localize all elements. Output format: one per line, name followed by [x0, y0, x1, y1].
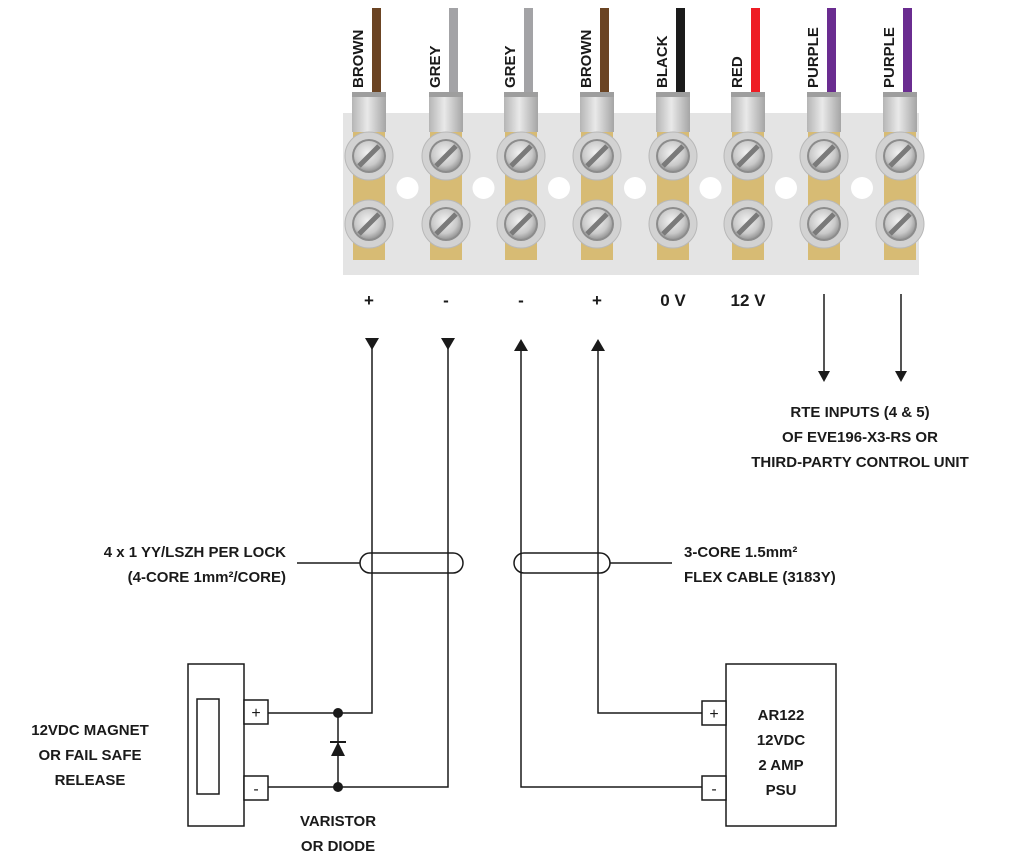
screw-icon — [572, 199, 622, 249]
rte-note-line-2: OF EVE196-X3-RS OR — [782, 429, 938, 446]
lock-device — [187, 663, 269, 827]
screw-icon — [799, 131, 849, 181]
rte-note-line-3: THIRD-PARTY CONTROL UNIT — [751, 454, 969, 471]
lock-wiring — [268, 348, 449, 788]
terminal-6: RED 12 V — [723, 8, 773, 310]
psu-label-line-1: AR122 — [758, 707, 805, 724]
rte-note-line-1: RTE INPUTS (4 & 5) — [790, 404, 929, 421]
wire-7 — [827, 8, 836, 100]
wire-4 — [600, 8, 609, 100]
terminal-label-4: + — [592, 291, 602, 310]
psu-label-line-3: 2 AMP — [758, 757, 803, 774]
psu-wiring — [520, 348, 702, 788]
mount-hole — [851, 177, 873, 199]
psu-device — [701, 663, 837, 827]
lock-arrowheads — [365, 338, 455, 350]
wire-1 — [372, 8, 381, 100]
wire-color-label-7: PURPLE — [805, 27, 822, 88]
wire-6 — [751, 8, 760, 100]
sleeve-6 — [731, 92, 765, 132]
screw-icon — [648, 131, 698, 181]
diode-icon — [330, 741, 346, 756]
lock-label-line-1: 12VDC MAGNET — [31, 722, 149, 739]
terminal-label-5: 0 V — [660, 291, 686, 310]
mount-hole — [775, 177, 797, 199]
mount-hole — [548, 177, 570, 199]
screw-icon — [875, 131, 925, 181]
psu-arrowheads — [514, 339, 605, 351]
sleeve-8 — [883, 92, 917, 132]
screw-icon — [344, 199, 394, 249]
psu-label-line-2: 12VDC — [757, 732, 806, 749]
mount-hole — [396, 177, 419, 199]
wire-8 — [903, 8, 912, 100]
wire-5 — [676, 8, 685, 100]
screw-icon — [496, 131, 546, 181]
psu-cable-label-line-2: FLEX CABLE (3183Y) — [684, 569, 836, 586]
terminal-label-1: + — [364, 291, 374, 310]
rte-arrows — [818, 294, 907, 382]
wire-color-label-2: GREY — [427, 45, 444, 88]
wire-color-label-5: BLACK — [654, 35, 671, 88]
magnet-icon — [196, 698, 220, 795]
terminal-block: BROWN + GREY - GREY - BROWN + BLACK 0 V RED 12 V PUR… — [343, 8, 925, 310]
terminal-8: PURPLE — [875, 8, 925, 260]
terminal-4: BROWN + — [572, 8, 622, 310]
psu-plus-sign: + — [709, 706, 718, 723]
terminal-1: BROWN + — [344, 8, 394, 310]
screw-icon — [496, 199, 546, 249]
lock-cable-gland — [297, 552, 464, 574]
terminal-label-2: - — [443, 291, 449, 310]
screw-icon — [723, 199, 773, 249]
wire-color-label-4: BROWN — [578, 30, 595, 88]
junction-dot-bottom — [333, 782, 343, 792]
psu-cable-gland — [513, 552, 672, 574]
terminal-2: GREY - — [421, 8, 471, 310]
screw-icon — [875, 199, 925, 249]
wire-3 — [524, 8, 533, 100]
wire-color-label-3: GREY — [502, 45, 519, 88]
mount-hole — [472, 177, 495, 199]
lock-cable-label-line-1: 4 x 1 YY/LSZH PER LOCK — [104, 544, 286, 561]
terminal-label-3: - — [518, 291, 524, 310]
screw-icon — [572, 131, 622, 181]
terminal-label-6: 12 V — [731, 291, 767, 310]
mount-hole — [624, 177, 646, 199]
lock-label-line-3: RELEASE — [55, 772, 126, 789]
wire-color-label-8: PURPLE — [881, 27, 898, 88]
wire-2 — [449, 8, 458, 100]
sleeve-1 — [352, 92, 386, 132]
psu-minus-sign: - — [711, 781, 716, 798]
suppressor-label-line-1: VARISTOR — [300, 813, 376, 830]
wire-color-label-6: RED — [729, 56, 746, 88]
lock-minus-sign: - — [253, 781, 258, 798]
suppressor-label-line-2: OR DIODE — [301, 838, 375, 855]
lock-cable-label-line-2: (4-CORE 1mm²/CORE) — [128, 569, 286, 586]
sleeve-4 — [580, 92, 614, 132]
sleeve-7 — [807, 92, 841, 132]
screw-icon — [421, 131, 471, 181]
mount-hole — [699, 177, 722, 199]
lock-plus-sign: + — [251, 705, 260, 722]
terminal-7: PURPLE — [799, 8, 849, 260]
screw-icon — [648, 199, 698, 249]
junction-dot-top — [333, 708, 343, 718]
screw-icon — [344, 131, 394, 181]
screw-icon — [799, 199, 849, 249]
sleeve-3 — [504, 92, 538, 132]
psu-cable-label-line-1: 3-CORE 1.5mm² — [684, 544, 797, 561]
lock-label-line-2: OR FAIL SAFE — [38, 747, 141, 764]
wire-color-label-1: BROWN — [350, 30, 367, 88]
sleeve-2 — [429, 92, 463, 132]
sleeve-5 — [656, 92, 690, 132]
screw-icon — [421, 199, 471, 249]
psu-label-line-4: PSU — [766, 782, 797, 799]
terminal-3: GREY - — [496, 8, 546, 310]
terminal-5: BLACK 0 V — [648, 8, 698, 310]
screw-icon — [723, 131, 773, 181]
